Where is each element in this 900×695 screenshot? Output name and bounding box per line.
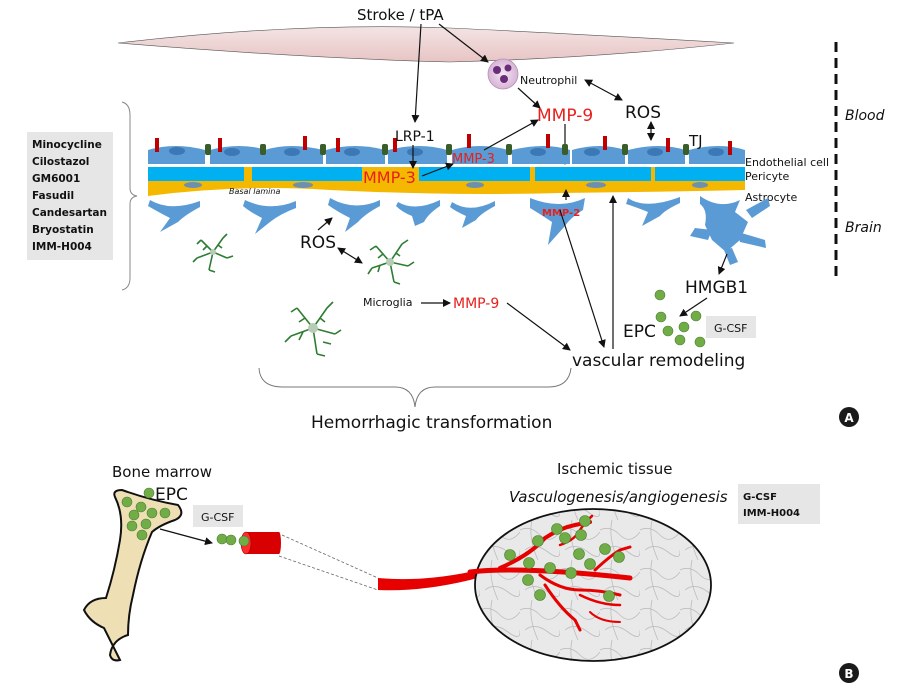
vessel-branches — [467, 514, 633, 632]
epc-label-b: EPC — [155, 485, 188, 505]
mmp3-endothelial-label: MMP-3 — [452, 152, 495, 167]
ischemic-tissue-ellipse — [474, 508, 712, 662]
drug-list-box — [27, 132, 113, 260]
zoom-line-bottom — [278, 555, 379, 591]
drug-item: Bryostatin — [32, 224, 94, 236]
receptors — [155, 134, 732, 155]
neutrophil-icon — [487, 58, 519, 90]
ischemic-tissue-label: Ischemic tissue — [557, 460, 672, 478]
blood-vessel-lumen — [117, 26, 735, 63]
drug-list-box-b — [738, 484, 820, 524]
arrow-bone-to-vessel — [159, 528, 213, 546]
bone-marrow-label: Bone marrow — [112, 463, 212, 481]
drug-item-b: IMM-H004 — [743, 508, 800, 519]
mmp3-pericyte-label: MMP-3 — [363, 168, 416, 187]
epc-label-a: EPC — [623, 322, 656, 342]
tight-junctions — [205, 144, 689, 155]
svg-text:A: A — [844, 411, 854, 425]
drug-item: Fasudil — [32, 190, 74, 202]
lrp1-label: LRP-1 — [395, 129, 435, 145]
vascular-remodeling-label: vascular remodeling — [572, 351, 745, 371]
pericyte-layer — [148, 167, 745, 196]
panel-a-badge: A — [839, 407, 859, 427]
arrow-mmp9-remodeling — [506, 302, 571, 351]
endothelial-cell-label: Endothelial cell — [745, 156, 829, 169]
endothelial-layer — [148, 146, 745, 164]
tj-label: TJ — [688, 132, 703, 150]
astrocyte-endfeet — [148, 196, 770, 265]
astrocyte-label: Astrocyte — [745, 191, 797, 204]
arrow-stroke-to-neutrophil — [438, 23, 489, 63]
arrow-hmgb1-epc — [679, 297, 708, 317]
arrow-astrocyte-hmgb1 — [717, 253, 728, 275]
arrow-neutrophil-mmp9 — [517, 87, 541, 109]
ros-blood-label: ROS — [625, 103, 661, 123]
drug-item: IMM-H004 — [32, 241, 92, 253]
hemorrhagic-bracket — [258, 367, 572, 408]
arrow-mmp2-remodeling — [559, 209, 606, 348]
drug-item: GM6001 — [32, 173, 80, 185]
epc-cluster-tissue — [504, 515, 625, 602]
zoom-line-top — [281, 534, 379, 579]
mmp9-blood-label: MMP-9 — [537, 106, 593, 126]
arrow-stroke-to-lrp1 — [411, 23, 422, 123]
arrow-ros-microglia — [337, 247, 363, 264]
drug-bracket — [121, 101, 138, 291]
epc-cluster-vessel — [216, 533, 250, 547]
brain-label: Brain — [845, 220, 882, 236]
arrow-mmp3-mmp9 — [483, 119, 539, 151]
epc-cluster-a — [654, 289, 706, 348]
gcsf-box-a — [706, 316, 756, 338]
pericyte-label: Pericyte — [745, 170, 789, 183]
drug-list-a: Minocycline Cilostazol GM6001 Fasudil Ca… — [32, 139, 107, 253]
hmgb1-label: HMGB1 — [685, 278, 748, 298]
vasculogenesis-label: Vasculogenesis/angiogenesis — [509, 488, 728, 506]
ros-brain-label: ROS — [300, 233, 336, 253]
hemorrhagic-label: Hemorrhagic transformation — [311, 413, 552, 433]
stroke-tpa-label: Stroke / tPA — [357, 6, 444, 24]
basal-lamina-label: Basal lamina — [229, 187, 280, 196]
drug-item: Cilostazol — [32, 156, 89, 168]
blood-label: Blood — [845, 108, 885, 124]
gcsf-label-b: G-CSF — [201, 511, 234, 524]
mmp9-brain-label: MMP-9 — [453, 296, 499, 312]
drug-item: Candesartan — [32, 207, 107, 219]
gcsf-label-a: G-CSF — [714, 322, 747, 335]
drug-item-b: G-CSF — [743, 492, 777, 503]
epc-cluster-bone — [121, 487, 171, 541]
arrow-neutrophil-ros — [584, 79, 623, 101]
microglia-label: Microglia — [363, 296, 412, 309]
microglia-icon — [192, 233, 415, 357]
gcsf-box-b — [193, 505, 243, 527]
bone-icon — [82, 488, 183, 662]
arrow-ros-astrocyte — [317, 217, 333, 231]
svg-text:B: B — [844, 667, 853, 681]
drug-item: Minocycline — [32, 139, 102, 151]
neutrophil-label: Neutrophil — [520, 74, 577, 87]
arrow-mmp3-mmp3 — [421, 162, 454, 177]
panel-b-badge: B — [839, 663, 859, 683]
